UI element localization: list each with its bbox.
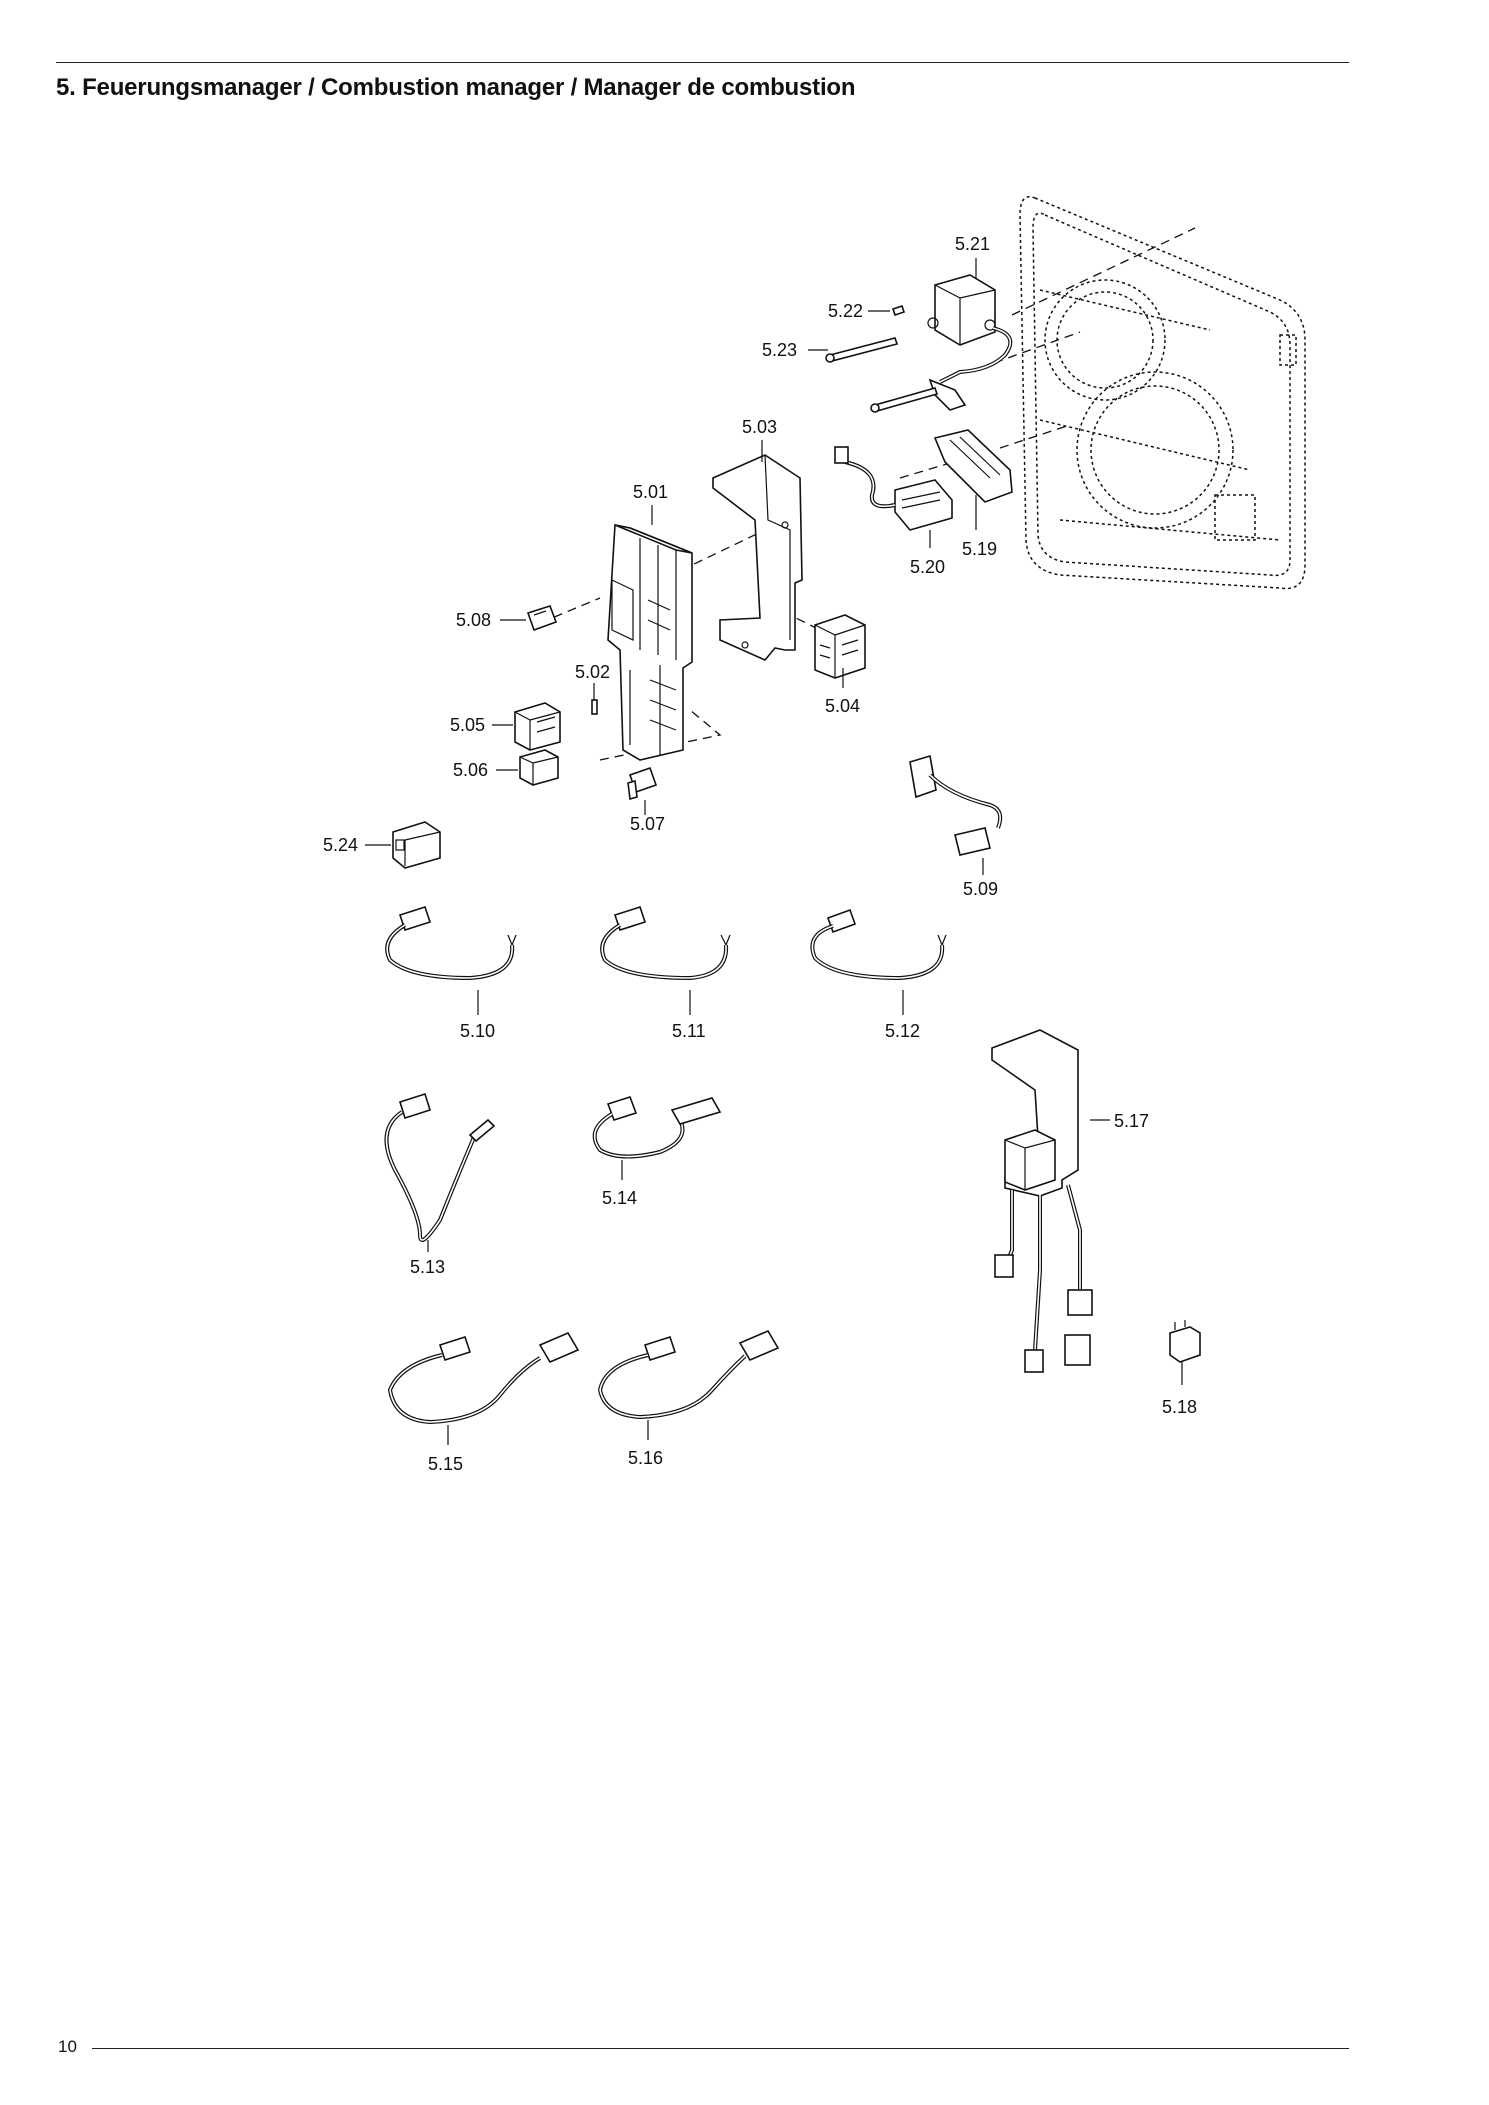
cable-511-part	[600, 905, 731, 981]
label-505: 5.05	[450, 715, 485, 735]
top-rule	[56, 62, 1349, 63]
pin-502-part	[591, 699, 598, 715]
label-516: 5.16	[628, 1448, 663, 1468]
label-518: 5.18	[1162, 1397, 1197, 1417]
label-520: 5.20	[910, 557, 945, 577]
cable-514-part	[592, 1096, 722, 1159]
cable-515-part	[387, 1331, 580, 1425]
mounting-plate-part	[933, 429, 1013, 503]
label-504: 5.04	[825, 696, 860, 716]
boiler-housing	[1019, 196, 1306, 590]
cable-512-part	[810, 908, 947, 981]
label-512: 5.12	[885, 1021, 920, 1041]
leader-lines	[365, 258, 1183, 1445]
label-506: 5.06	[453, 760, 488, 780]
bracket-assembly-517-part	[991, 1029, 1093, 1373]
label-510: 5.10	[460, 1021, 495, 1041]
label-524: 5.24	[323, 835, 358, 855]
sensor-cable-513-part	[384, 1092, 496, 1242]
display-module-part	[834, 446, 953, 531]
terminal-block-part	[814, 614, 866, 679]
label-509: 5.09	[963, 879, 998, 899]
label-513: 5.13	[410, 1257, 445, 1277]
label-501: 5.01	[633, 482, 668, 502]
cable-516-part	[597, 1329, 780, 1420]
label-508: 5.08	[456, 610, 491, 630]
screws-part	[825, 304, 939, 413]
page-number: 10	[58, 2037, 77, 2056]
plug-524-part	[392, 821, 441, 869]
label-514: 5.14	[602, 1188, 637, 1208]
label-523: 5.23	[762, 340, 797, 360]
combustion-manager-part	[607, 524, 693, 761]
connector-508-part	[526, 605, 558, 632]
bottom-rule	[92, 2048, 1349, 2049]
relay-518-part	[1169, 1320, 1201, 1363]
ignition-transformer-part	[927, 274, 1013, 411]
label-507: 5.07	[630, 814, 665, 834]
bracket-part	[712, 454, 803, 661]
cable-510-part	[385, 905, 517, 981]
label-503: 5.03	[742, 417, 777, 437]
label-515: 5.15	[428, 1454, 463, 1474]
plug-505-part	[514, 702, 561, 751]
connector-507-part	[627, 766, 658, 801]
label-522: 5.22	[828, 301, 863, 321]
label-517: 5.17	[1114, 1111, 1149, 1131]
label-502: 5.02	[575, 662, 610, 682]
harness-509-part	[909, 754, 1003, 856]
label-521: 5.21	[955, 234, 990, 254]
page-title: 5. Feuerungsmanager / Combustion manager…	[56, 74, 856, 101]
label-519: 5.19	[962, 539, 997, 559]
label-511: 5.11	[672, 1021, 706, 1041]
plug-506-part	[519, 749, 559, 786]
